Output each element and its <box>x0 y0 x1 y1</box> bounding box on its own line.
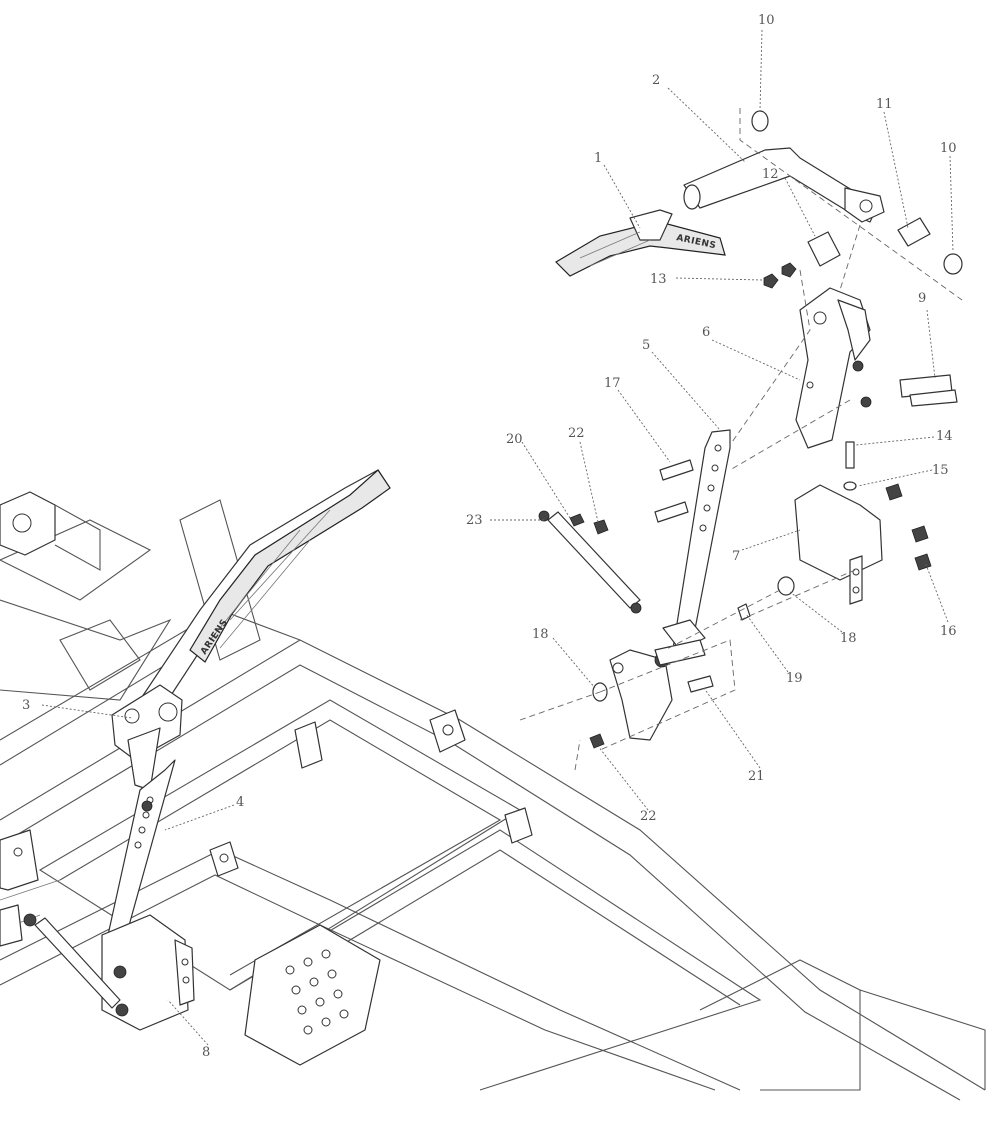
callout-12: 12 <box>762 167 779 182</box>
callout-20: 21 <box>748 769 765 784</box>
part-18-bushing-right <box>777 576 795 596</box>
part-1-handle-grip: ARIENS <box>555 209 726 277</box>
part-7-mount-bracket <box>794 484 883 605</box>
callout-10: 10 <box>758 13 775 28</box>
callout-9: 9 <box>918 291 926 306</box>
callout-5: 5 <box>642 338 650 353</box>
part-13-nut <box>763 273 779 289</box>
part-20-screw <box>687 675 714 693</box>
part-11-bushing <box>897 217 931 247</box>
part-5-adjustment-arm <box>662 429 731 656</box>
callout-15: 15 <box>932 463 949 478</box>
part-17-bolt <box>659 459 694 481</box>
callout-2: 2 <box>652 73 660 88</box>
callout-16: 16 <box>940 624 957 639</box>
part-2-lever-tube <box>683 147 885 223</box>
callout-7: 7 <box>732 549 740 564</box>
step-plate-holes <box>285 949 349 1035</box>
callout-6: 6 <box>702 325 710 340</box>
part-10-washer-lower <box>943 253 963 275</box>
part-23-damper <box>538 510 642 614</box>
exploded-parts: ARIENS <box>538 110 963 749</box>
callout-17: 17 <box>604 376 621 391</box>
part-14-screw <box>845 441 855 469</box>
callout-22: 22 <box>568 426 585 441</box>
part-16-bolt <box>885 483 903 501</box>
callout-4: 4 <box>236 795 244 810</box>
callout-23: 23 <box>466 513 483 528</box>
callout-21: 20 <box>506 432 523 447</box>
pivot-plate <box>609 639 706 741</box>
part-15-washer <box>843 481 857 491</box>
part-22-nut-lower <box>589 733 605 749</box>
callout-18: 18 <box>532 627 549 642</box>
part-12-spacer <box>807 231 841 267</box>
callout-14: 14 <box>936 429 953 444</box>
mower-frame <box>0 491 986 1101</box>
callout-22: 22 <box>640 809 657 824</box>
callout-3: 3 <box>22 698 30 713</box>
part-6-pivot-bracket <box>795 287 872 449</box>
assembled-steering-lever: ARIENS <box>23 469 391 1031</box>
callout-10: 10 <box>940 141 957 156</box>
callout-19: 19 <box>786 671 803 686</box>
part-21-stud <box>569 513 585 527</box>
callout-labels: 10 2 1 11 10 12 13 9 5 6 17 20 22 14 15 … <box>22 13 957 1060</box>
callout-8: 8 <box>202 1045 210 1060</box>
callout-1: 1 <box>594 151 602 166</box>
leader-lines <box>41 29 963 1046</box>
callout-11: 11 <box>876 97 893 112</box>
part-10-washer-upper <box>751 110 769 132</box>
part-22-nut-upper <box>593 519 609 535</box>
callout-13: 13 <box>650 272 667 287</box>
callout-18: 18 <box>840 631 857 646</box>
